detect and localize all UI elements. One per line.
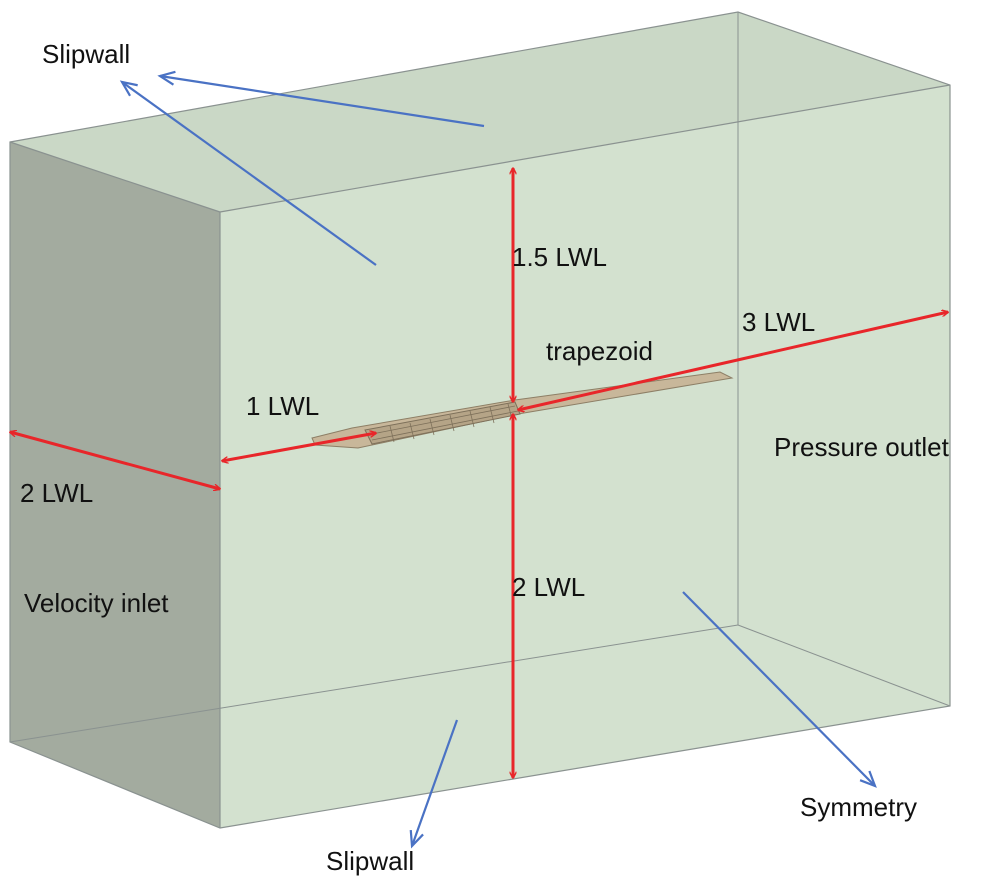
label-dim-upstream: 1 LWL — [246, 391, 319, 421]
leader-slipwall-top-1 — [159, 74, 485, 128]
leader-symmetry-head — [859, 770, 877, 788]
top-face — [10, 12, 950, 212]
leader-slipwall-top-2 — [121, 81, 377, 266]
front-face-symmetry — [220, 85, 950, 828]
label-symmetry: Symmetry — [800, 792, 917, 822]
visible-edges — [9, 11, 951, 829]
label-trapezoid: trapezoid — [546, 336, 653, 366]
dim-arrow-downstream — [518, 312, 948, 410]
dim-arrow-upstream — [222, 433, 376, 461]
leader-symmetry — [682, 591, 876, 787]
leader-slipwall-bottom-head — [409, 829, 424, 849]
label-dim-bottom: 2 LWL — [512, 572, 585, 602]
leader-arrows — [119, 70, 877, 849]
label-dim-downstream: 3 LWL — [742, 307, 815, 337]
dimension-arrows — [10, 168, 948, 778]
dim-arrow-side — [10, 432, 220, 489]
leader-slipwall-bottom — [410, 719, 459, 847]
label-dim-side: 2 LWL — [20, 478, 93, 508]
label-dim-top: 1.5 LWL — [512, 242, 607, 272]
label-pressure-outlet: Pressure outlet — [774, 432, 950, 462]
label-velocity-inlet: Velocity inlet — [24, 588, 169, 618]
leader-slipwall-top-1-head — [157, 70, 176, 86]
label-slipwall-bottom: Slipwall — [326, 846, 414, 876]
label-slipwall-top: Slipwall — [42, 39, 130, 69]
leader-slipwall-top-2-head — [119, 80, 138, 97]
